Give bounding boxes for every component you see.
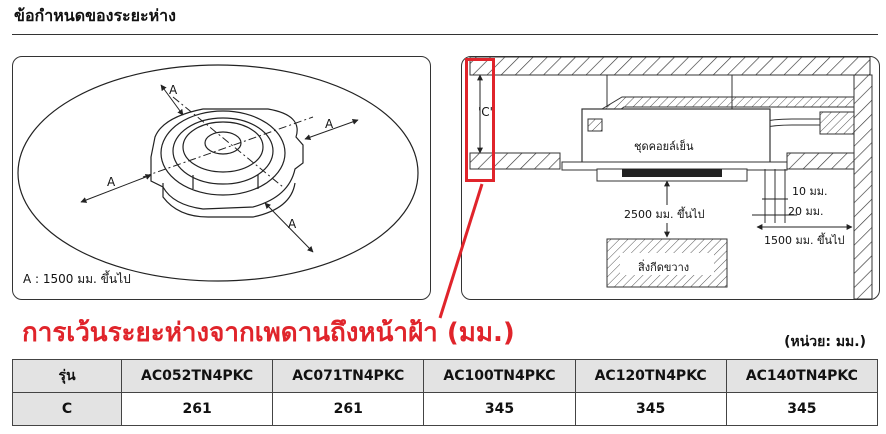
top-view-diagram (17, 64, 419, 282)
table-cell: 345 (423, 392, 576, 426)
label-c: 'C' (478, 105, 493, 119)
table-header-cell: AC140TN4PKC (725, 359, 879, 393)
section-heading: ข้อกำหนดของระยะห่าง (14, 6, 176, 25)
heading-rule (12, 34, 878, 35)
indoor-unit-label: ชุดคอยล์เย็น (634, 140, 694, 153)
label-a-top: A (169, 83, 178, 97)
table-row: C 261 261 345 345 345 (12, 392, 879, 426)
dim-20-label: 20 มม. (788, 205, 824, 218)
table-header-cell: AC052TN4PKC (120, 359, 274, 393)
top-view-panel: A A A A A : 1500 มม. ขึ้นไป (12, 56, 431, 300)
clearance-note: A : 1500 มม. ขึ้นไป (23, 272, 131, 286)
table-header-row: รุ่น AC052TN4PKC AC071TN4PKC AC100TN4PKC… (12, 359, 879, 393)
floor-clearance-label: 2500 มม. ขึ้นไป (624, 205, 705, 223)
clearance-caption: การเว้นระยะห่างจากเพดานถึงหน้าฝ้า (มม.) (22, 318, 515, 348)
clearance-table: รุ่น AC052TN4PKC AC071TN4PKC AC100TN4PKC… (12, 359, 879, 426)
table-header-cell: AC100TN4PKC (423, 359, 576, 393)
table-cell: 345 (725, 392, 879, 426)
label-a-bottom: A (288, 217, 297, 231)
table-cell: 345 (574, 392, 727, 426)
table-cell: 261 (272, 392, 425, 426)
dim-1500-label: 1500 มม. ขึ้นไป (764, 234, 845, 247)
table-header-cell: AC120TN4PKC (574, 359, 727, 393)
table-header-cell: AC071TN4PKC (272, 359, 425, 393)
dim-10-label: 10 มม. (792, 185, 828, 198)
unit-label: (หน่วย: มม.) (784, 334, 866, 350)
table-cell: 261 (120, 392, 274, 426)
table-header-model: รุ่น (12, 359, 122, 393)
obstacle-label: สิ่งกีดขวาง (638, 261, 690, 274)
table-row-label: C (12, 392, 122, 426)
label-a-left: A (107, 175, 116, 189)
c-highlight-box (465, 58, 495, 182)
label-a-right: A (325, 117, 334, 131)
